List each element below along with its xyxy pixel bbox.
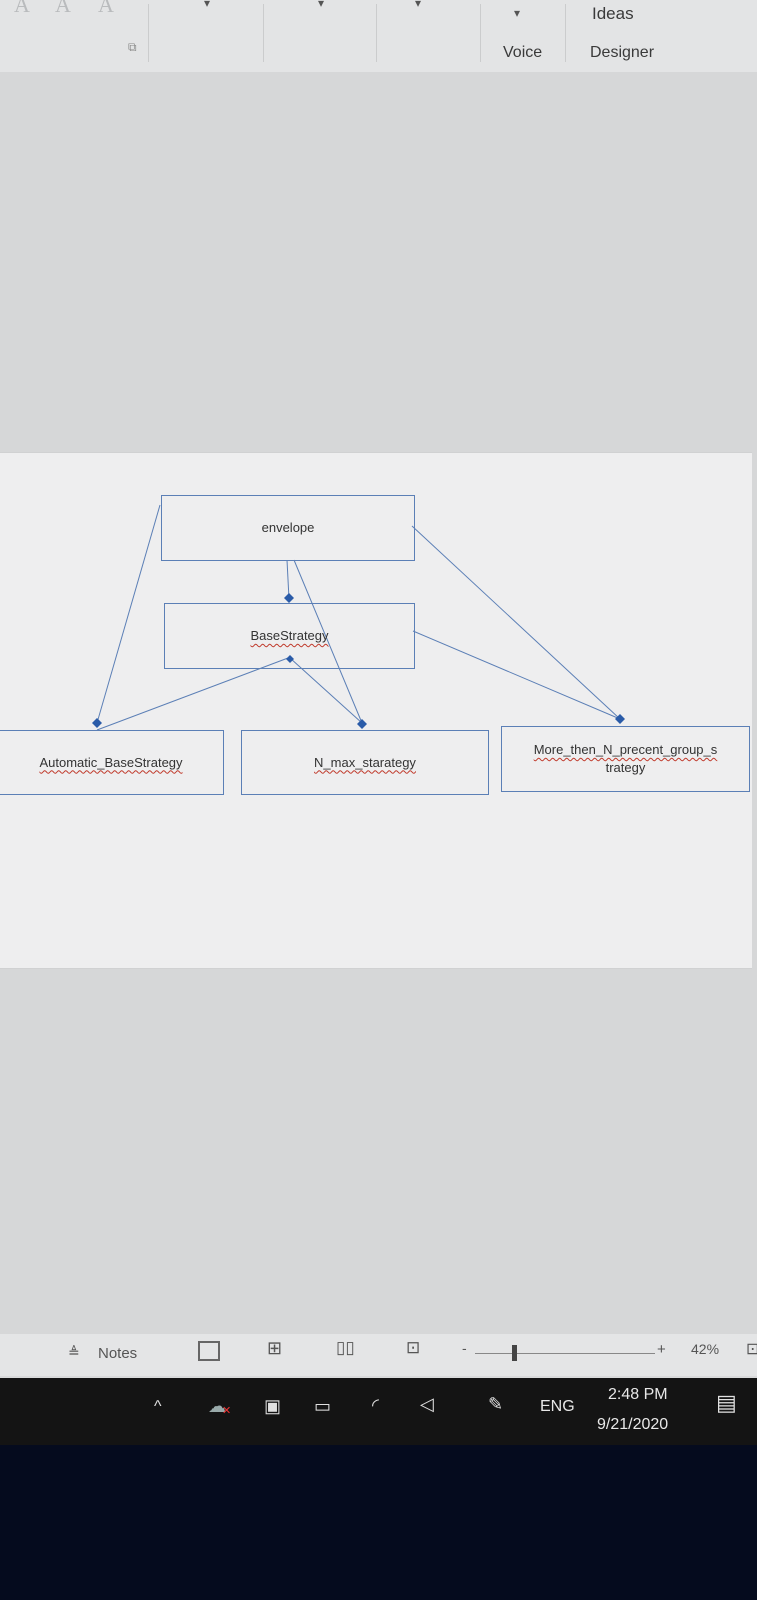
language-indicator[interactable]: ENG	[540, 1398, 575, 1415]
diamond-nmax-icon	[357, 719, 367, 729]
fit-to-window-icon[interactable]: ⊡	[746, 1341, 757, 1358]
error-badge-icon: ✕	[222, 1405, 232, 1417]
clear-formatting-icon[interactable]: A	[98, 0, 114, 17]
ideas-button-label[interactable]: Ideas	[592, 4, 634, 23]
notes-icon[interactable]: ≜	[68, 1344, 80, 1360]
notes-button[interactable]: Notes	[98, 1345, 138, 1362]
automatic-strategy-box[interactable]: Automatic_BaseStrategy	[0, 730, 224, 795]
designer-group-label: Designer	[590, 44, 655, 61]
slide-sorter-icon[interactable]: ⊞	[267, 1338, 283, 1358]
more-then-strategy-box[interactable]: More_then_N_precent_group_s trategy	[501, 726, 750, 792]
battery-icon[interactable]: ▭	[314, 1396, 332, 1416]
action-center-icon[interactable]: ▤	[716, 1390, 737, 1415]
connector-lines	[92, 504, 625, 731]
pen-icon[interactable]: ✎	[488, 1394, 504, 1414]
clock-date[interactable]: 9/21/2020	[597, 1416, 669, 1433]
more-then-label-line1: More_then_N_precent_group_s	[533, 742, 718, 757]
screen: A A A ▾ ▾ ▾ ▾ ⧉ Ideas Voice Designer	[0, 0, 757, 1445]
ribbon-separator	[565, 4, 566, 62]
wifi-icon[interactable]: ◜	[372, 1395, 379, 1415]
slide[interactable]: envelope BaseStrategy Automatic_BaseStra…	[0, 452, 752, 969]
increase-font-icon[interactable]: A	[14, 0, 30, 17]
diamond-base-icon	[284, 593, 294, 603]
zoom-in-button[interactable]: +	[657, 1341, 666, 1358]
n-max-strategy-label: N_max_starategy	[314, 754, 416, 770]
reading-view-icon[interactable]: ▯▯	[336, 1338, 355, 1357]
zoom-slider-thumb[interactable]	[512, 1345, 517, 1361]
zoom-out-button[interactable]: -	[462, 1340, 467, 1356]
n-max-strategy-box[interactable]: N_max_starategy	[241, 730, 489, 795]
connector-envelope-base	[286, 559, 290, 600]
automatic-strategy-label: Automatic_BaseStrategy	[39, 754, 183, 770]
connector-envelope-morethen	[411, 525, 621, 720]
zoom-slider-track[interactable]	[475, 1353, 655, 1354]
base-strategy-box[interactable]: BaseStrategy	[164, 603, 415, 669]
chevron-down-icon[interactable]: ▾	[415, 0, 422, 10]
tray-app-icon[interactable]: ▣	[264, 1396, 282, 1416]
zoom-level[interactable]: 42%	[691, 1341, 720, 1357]
clock-time[interactable]: 2:48 PM	[608, 1386, 668, 1403]
normal-view-icon[interactable]	[198, 1341, 220, 1361]
voice-group-label: Voice	[503, 44, 543, 61]
connector-envelope-automatic	[96, 504, 161, 724]
status-bar: ≜ Notes ⊞ ▯▯ ⊡ - + 42% ⊡	[0, 1334, 757, 1376]
ribbon-separator	[376, 4, 377, 62]
decrease-font-icon[interactable]: A	[55, 0, 71, 17]
volume-icon[interactable]: ◁	[420, 1394, 434, 1414]
slideshow-icon[interactable]: ⊡	[406, 1338, 421, 1357]
diamond-morethen-icon	[615, 714, 625, 724]
arrowhead-base-icon	[286, 655, 294, 663]
taskbar: ^ ☁ ✕ ▣ ▭ ◜ ◁ ✎ ENG 2:48 PM 9/21/2020 ▤	[0, 1378, 757, 1445]
diamond-automatic-icon	[92, 718, 102, 728]
chevron-down-icon[interactable]: ▾	[514, 6, 521, 20]
envelope-box[interactable]: envelope	[161, 495, 415, 561]
connector-base-automatic	[96, 657, 289, 731]
connector-base-morethen	[412, 630, 621, 720]
ribbon: A A A ▾ ▾ ▾ ▾ ⧉ Ideas Voice Designer	[0, 0, 757, 73]
envelope-label: envelope	[261, 520, 315, 535]
chevron-down-icon[interactable]: ▾	[204, 0, 211, 10]
connector-envelope-nmax	[293, 559, 363, 724]
dialog-launcher-icon[interactable]: ⧉	[128, 40, 137, 54]
more-then-label-line2: trategy	[605, 760, 646, 775]
ribbon-separator	[480, 4, 481, 62]
base-strategy-label: BaseStrategy	[250, 628, 329, 643]
onedrive-error-icon[interactable]: ☁	[208, 1396, 226, 1416]
ribbon-separator	[148, 4, 149, 62]
chevron-down-icon[interactable]: ▾	[318, 0, 325, 10]
show-hidden-icons-icon[interactable]: ^	[154, 1398, 162, 1415]
ribbon-separator	[263, 4, 264, 62]
